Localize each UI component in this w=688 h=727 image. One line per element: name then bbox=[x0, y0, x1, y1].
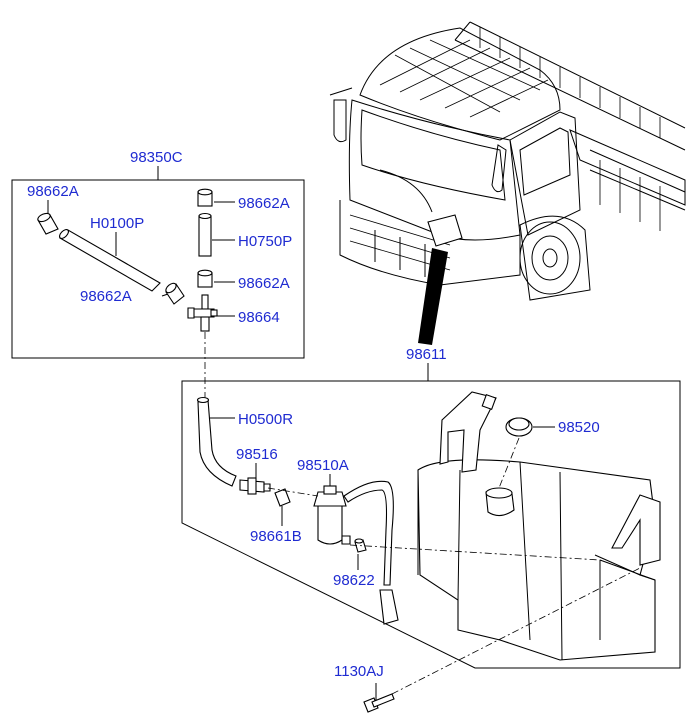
label-98662a-top-left[interactable]: 98662A bbox=[27, 183, 79, 200]
label-98520[interactable]: 98520 bbox=[558, 419, 600, 436]
cap-98662a-mid-right bbox=[197, 269, 213, 288]
label-h0500r[interactable]: H0500R bbox=[238, 411, 293, 428]
kit-box-border bbox=[11, 179, 305, 359]
label-98661b[interactable]: 98661B bbox=[250, 528, 302, 545]
hose-h0750p bbox=[198, 212, 212, 257]
washer-reservoir-tank bbox=[417, 391, 661, 661]
label-98611[interactable]: 98611 bbox=[406, 346, 447, 363]
cap-98662a-bottom-left bbox=[165, 282, 185, 305]
connection-line-bolt bbox=[391, 567, 641, 695]
bolt-1130aj-group: 1130AJ bbox=[334, 567, 641, 713]
hose-h0100p bbox=[59, 229, 161, 292]
label-98510a[interactable]: 98510A bbox=[297, 457, 349, 474]
label-98662a-mid-right[interactable]: 98662A bbox=[238, 275, 290, 292]
label-98662a-top-right[interactable]: 98662A bbox=[238, 195, 290, 212]
tee-joint-98664 bbox=[187, 294, 218, 332]
label-98516[interactable]: 98516 bbox=[236, 446, 278, 463]
label-h0750p[interactable]: H0750P bbox=[238, 233, 292, 250]
label-98664[interactable]: 98664 bbox=[238, 309, 280, 326]
cap-98662a-top-left bbox=[37, 212, 59, 235]
bolt-1130aj bbox=[363, 693, 395, 713]
label-98662a-bottom-left[interactable]: 98662A bbox=[80, 288, 132, 305]
hose-h0500r bbox=[196, 396, 237, 487]
label-98350c[interactable]: 98350C bbox=[130, 149, 183, 166]
pump-98510a bbox=[313, 480, 399, 625]
label-1130aj[interactable]: 1130AJ bbox=[334, 663, 384, 680]
cap-98662a-top-right bbox=[197, 188, 213, 207]
assembly-box-border bbox=[181, 380, 681, 669]
label-h0100p[interactable]: H0100P bbox=[90, 215, 144, 232]
filler-cap-98520 bbox=[505, 417, 533, 437]
truck-illustration bbox=[329, 21, 686, 345]
kit-box-98350c: 98350C 98662A H0100P 98662A 98662A bbox=[11, 149, 305, 359]
grommet-98661b bbox=[274, 488, 291, 507]
assembly-box-98611: 98611 H0500R 98516 98661B 98510A bbox=[181, 346, 681, 669]
connector-98516 bbox=[239, 477, 271, 495]
label-98622[interactable]: 98622 bbox=[333, 572, 375, 589]
